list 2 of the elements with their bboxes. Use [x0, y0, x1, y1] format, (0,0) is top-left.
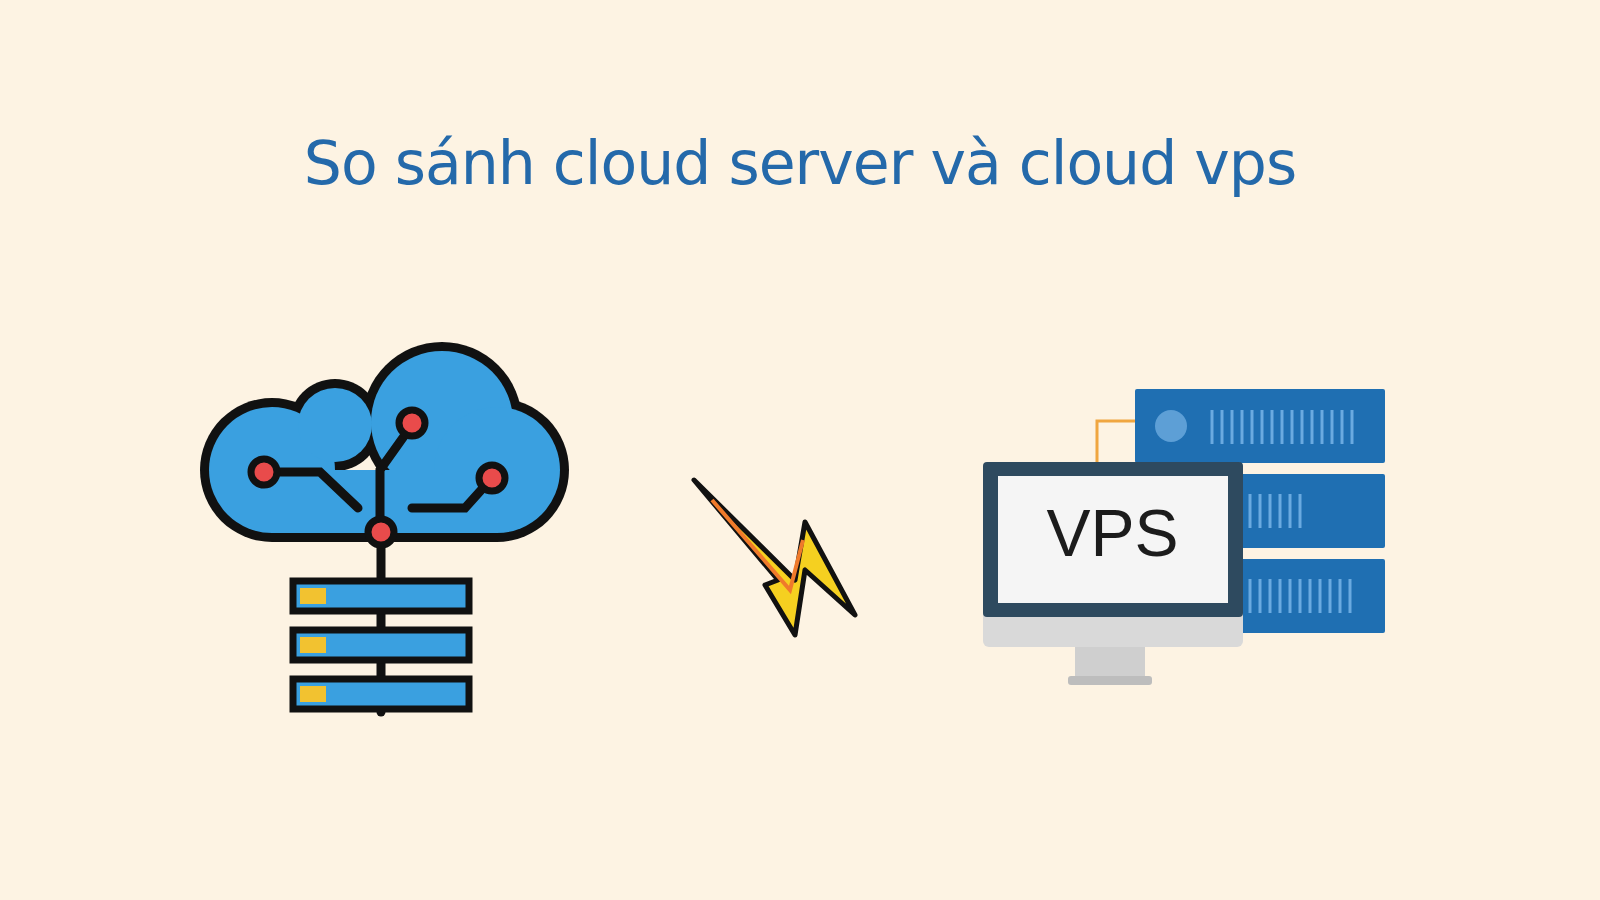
title: So sánh cloud server và cloud vps	[303, 128, 1297, 198]
screen-label: VPS	[1045, 500, 1180, 566]
